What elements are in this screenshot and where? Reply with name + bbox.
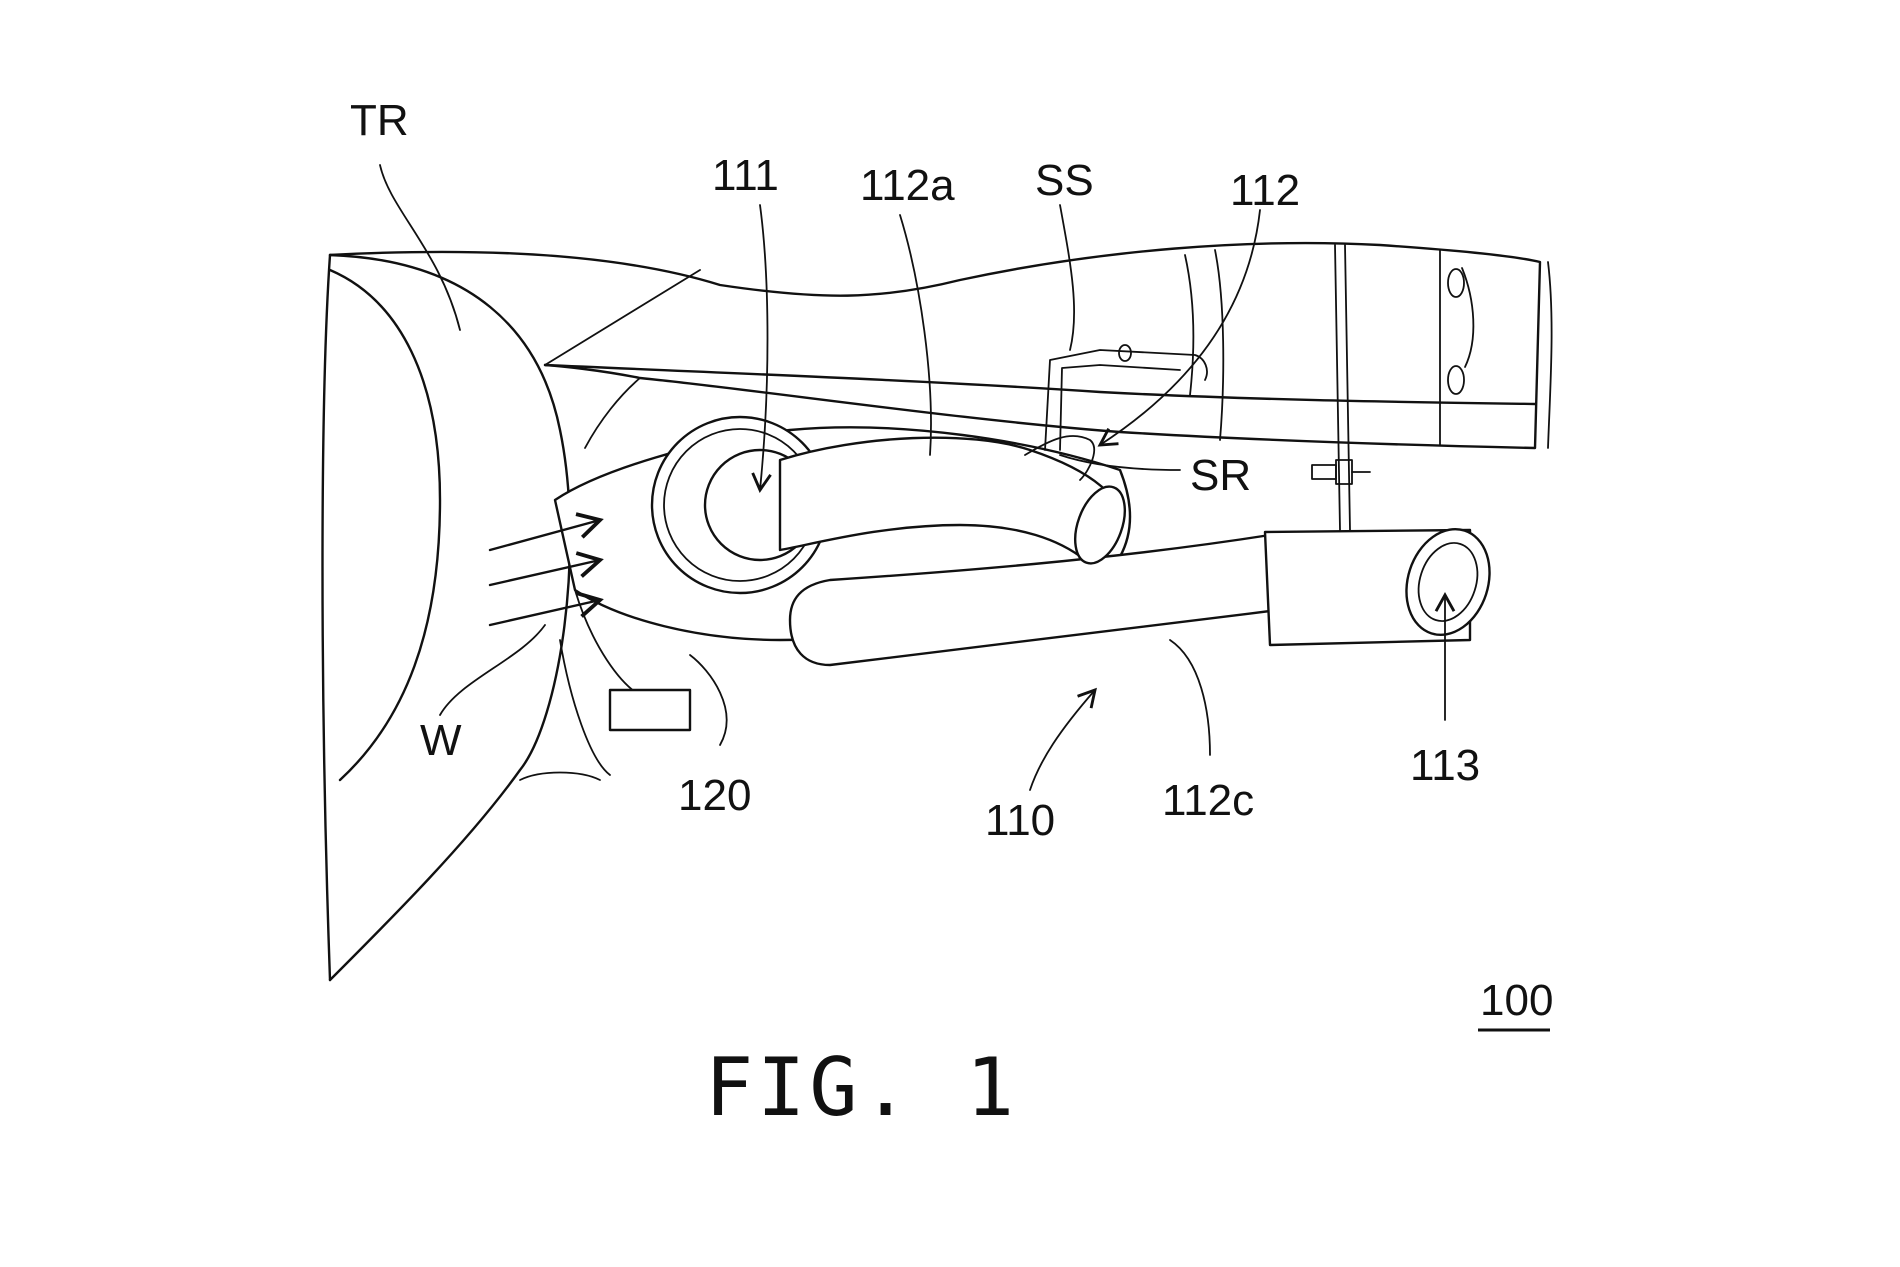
tailpipe-113 (1263, 527, 1491, 647)
wind-arrows (488, 512, 604, 627)
sensor-ss (1044, 344, 1208, 451)
pipe-112a (778, 435, 1126, 565)
vehicle-body (328, 241, 1553, 531)
label-112a: 112a (860, 161, 955, 210)
label-ss: SS (1035, 156, 1094, 205)
leader-lines (379, 164, 1456, 791)
label-112: 112 (1230, 166, 1300, 215)
label-111: 111 (712, 151, 779, 200)
reference-numeral-100: 100 (1480, 976, 1553, 1025)
label-110: 110 (985, 796, 1055, 845)
label-w: W (420, 716, 462, 765)
label-sr: SR (1190, 451, 1251, 500)
label-tr: TR (350, 96, 409, 145)
label-113: 113 (1410, 741, 1480, 790)
label-120: 120 (678, 771, 751, 820)
label-112c: 112c (1162, 776, 1254, 825)
tire-tr (321, 253, 572, 982)
figure-caption: FIG. 1 (705, 1041, 1018, 1134)
